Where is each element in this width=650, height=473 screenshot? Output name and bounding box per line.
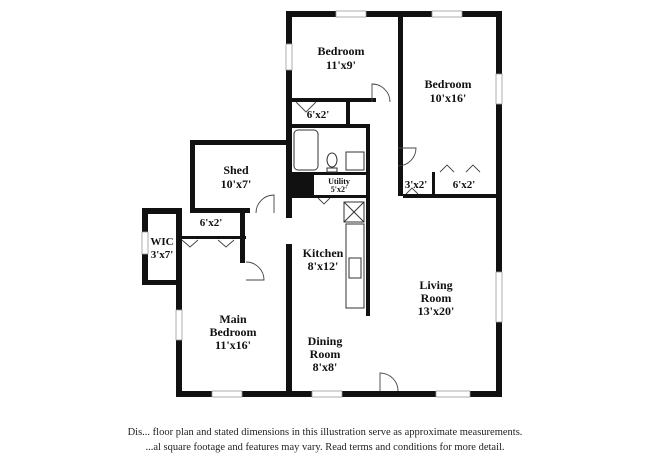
shed-label: Shed [223, 163, 249, 177]
wic-size: 3'x7' [151, 249, 174, 261]
disclaimer: Dis... floor plan and stated dimensions … [0, 425, 650, 455]
bedroom-size: 10'x16' [430, 91, 467, 105]
dining-room-label: Dining [308, 334, 343, 348]
bedroom-label: Bedroom [424, 77, 471, 91]
doors [181, 83, 481, 392]
shed-size: 10'x7' [221, 177, 252, 191]
utility-label: Utility [328, 177, 350, 186]
disclaimer-line: ...al square footage and features may va… [145, 442, 505, 453]
main-bedroom-label: Bedroom [209, 325, 256, 339]
dining-room-size: 8'x8' [313, 360, 338, 374]
bedroom-size: 11'x9' [326, 58, 356, 72]
utility-size: 5'x2' [331, 185, 347, 194]
kitchen-label: Kitchen [303, 246, 344, 260]
closet-size: 6'x2' [200, 217, 223, 229]
living-room-size: 13'x20' [418, 304, 455, 318]
closet-size: 3'x2' [405, 179, 428, 191]
dining-room-label: Room [310, 347, 341, 361]
interior-walls [176, 11, 496, 316]
living-room-label: Room [421, 291, 452, 305]
living-room-label: Living [419, 278, 452, 292]
main-bedroom-label: Main [219, 312, 247, 326]
bedroom-label: Bedroom [317, 44, 364, 58]
closet-size: 6'x2' [307, 109, 330, 121]
closet-size: 6'x2' [453, 179, 476, 191]
disclaimer-line: Dis... floor plan and stated dimensions … [127, 427, 523, 438]
room-labels: Bedroom 11'x9' Bedroom 10'x16' 6'x2' 3'x… [150, 44, 475, 374]
wic-label: WIC [150, 236, 173, 248]
windows [141, 10, 503, 398]
kitchen-size: 8'x12' [308, 259, 339, 273]
main-bedroom-size: 11'x16' [215, 338, 251, 352]
fixtures [293, 129, 365, 309]
